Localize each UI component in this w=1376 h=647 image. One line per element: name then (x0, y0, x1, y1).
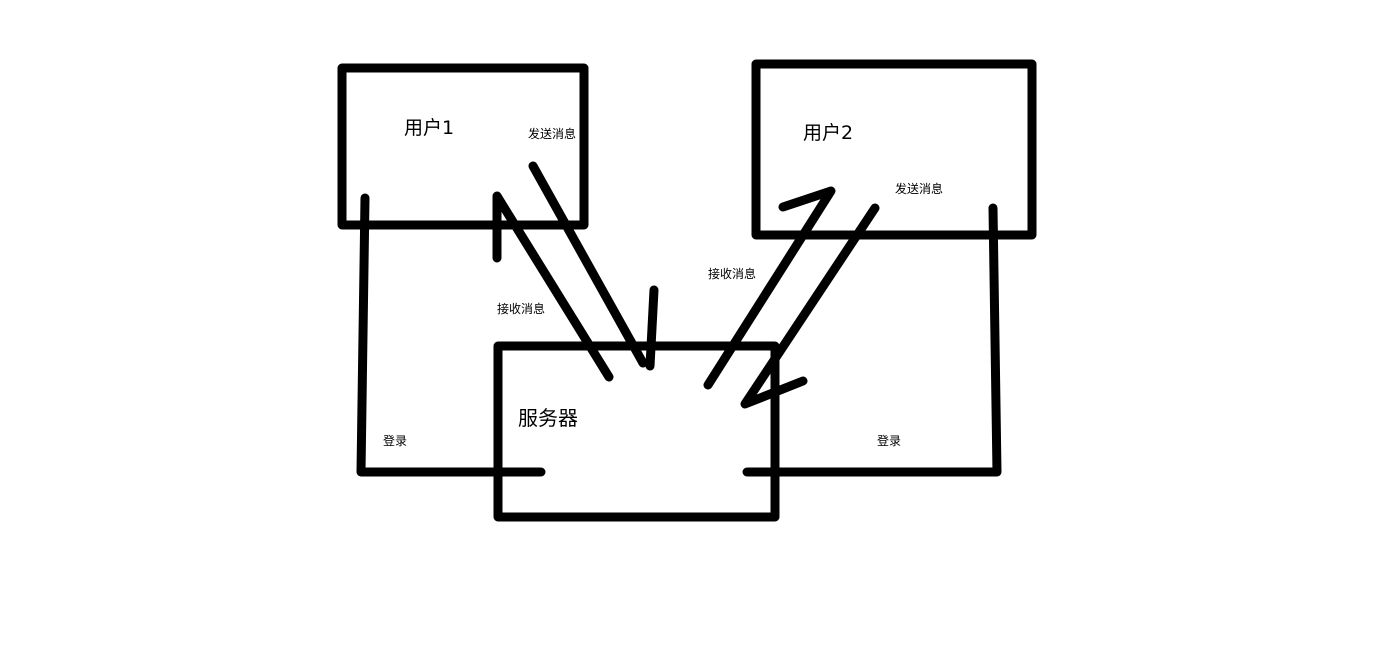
user2-label: 用户2 (803, 122, 854, 144)
user1-box (337, 63, 589, 230)
user1-send-line (528, 161, 648, 368)
user2-login-line (742, 203, 1002, 477)
user2-receive-label: 接收消息 (708, 267, 757, 281)
user1-login-line (356, 193, 546, 477)
user2-login-label: 登录 (877, 434, 902, 448)
user2-send-arrow (740, 203, 880, 409)
user2-box (751, 59, 1037, 240)
user2-send-label: 发送消息 (895, 182, 944, 196)
user1-receive-arrow (492, 191, 614, 382)
user1-send-arrowhead (645, 285, 659, 371)
user2-receive-arrow (703, 186, 836, 390)
user1-send-label: 发送消息 (528, 127, 577, 141)
server-label: 服务器 (518, 406, 578, 430)
server-box (493, 341, 780, 522)
user1-receive-label: 接收消息 (497, 302, 546, 316)
user1-login-label: 登录 (383, 434, 408, 448)
user1-label: 用户1 (404, 117, 455, 139)
